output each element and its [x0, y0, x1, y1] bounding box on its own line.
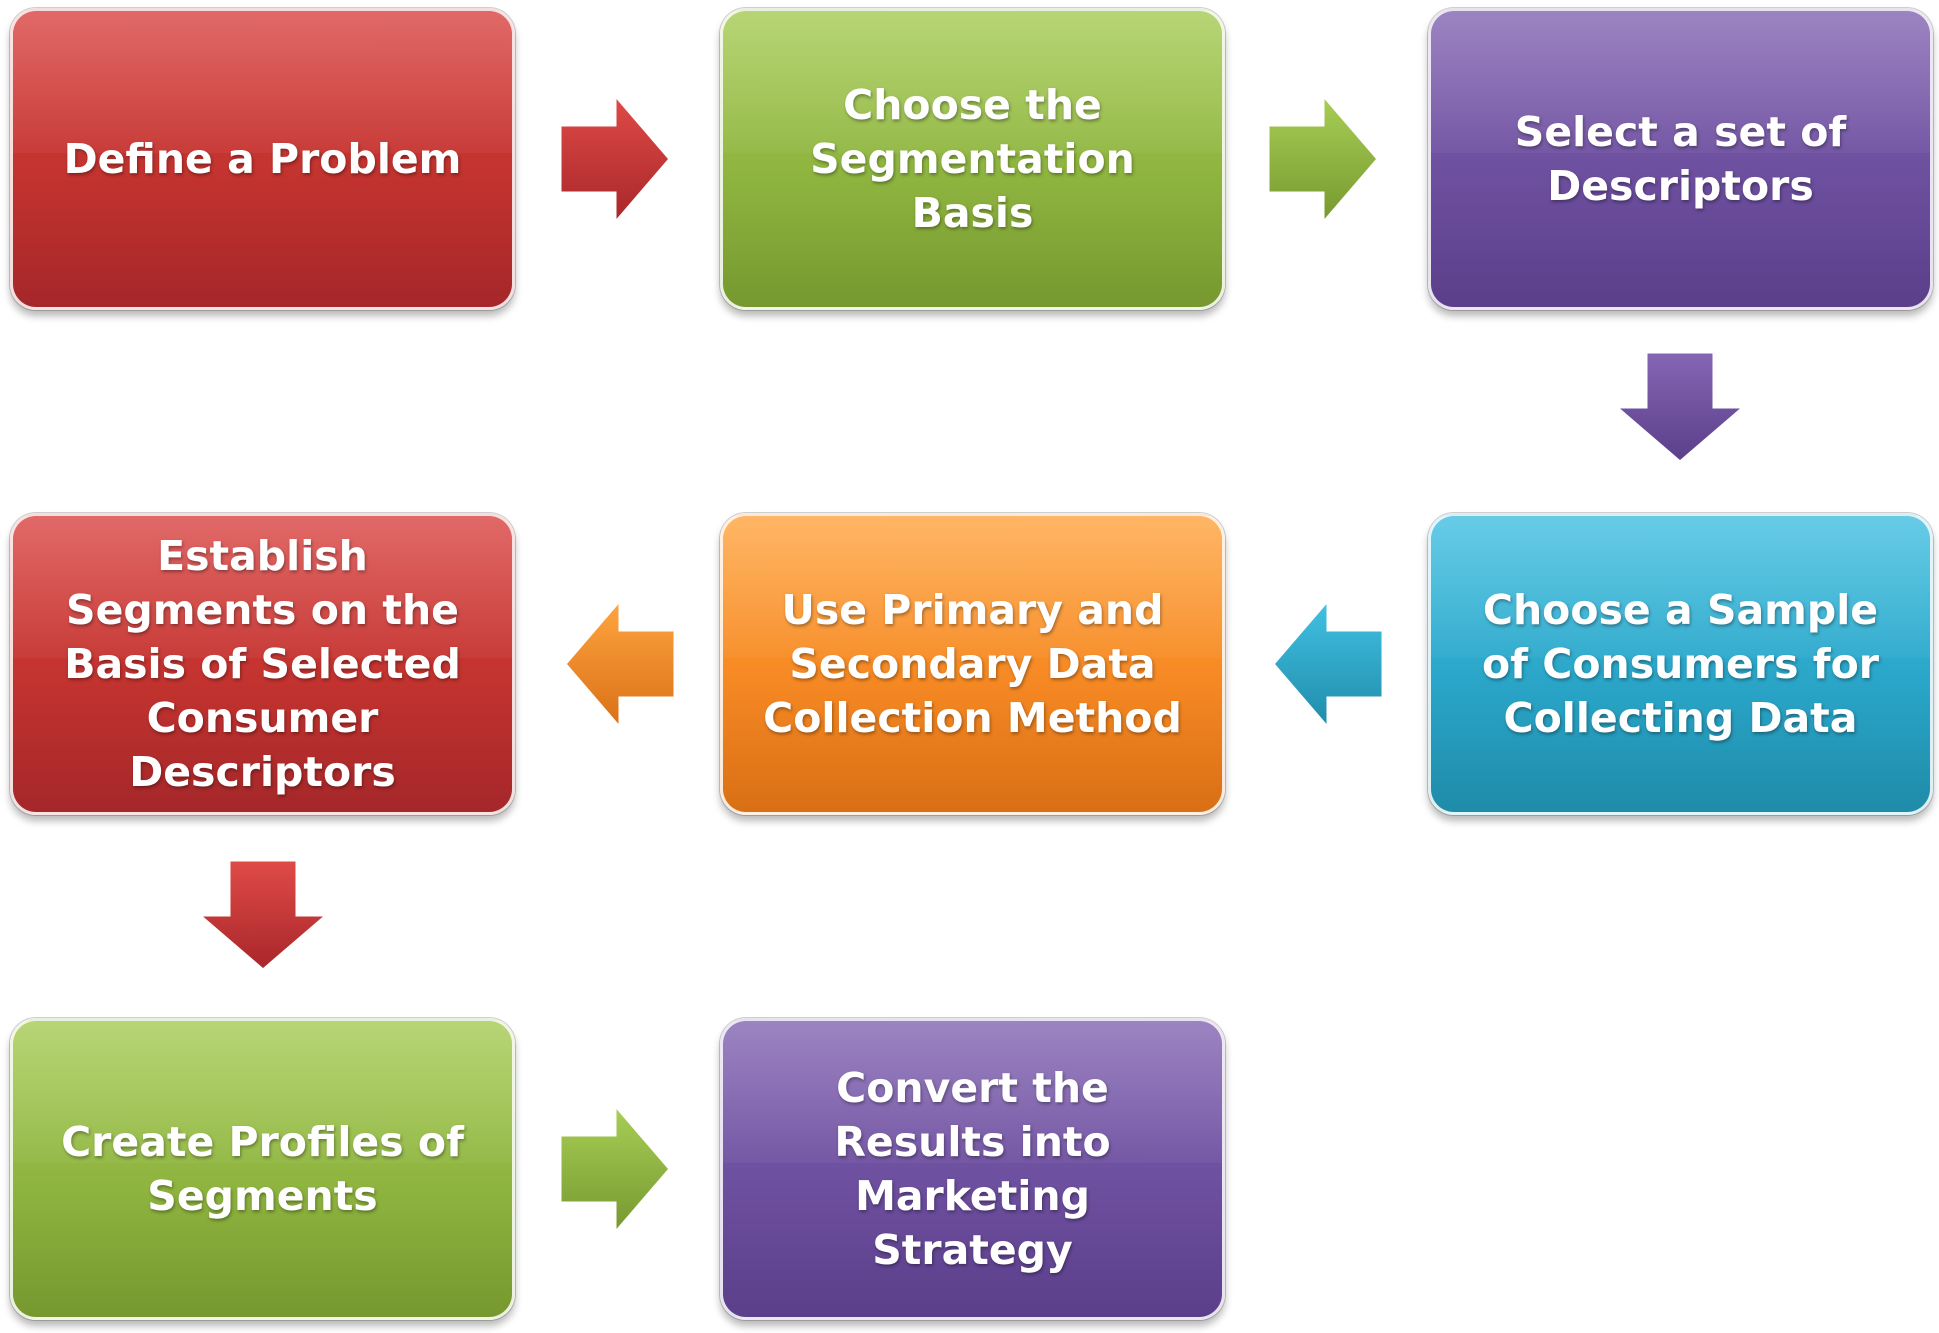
step-label: Convert the Results into Marketing Strat… — [834, 1064, 1111, 1274]
step-define-problem: Define a Problem — [10, 8, 515, 310]
arrow-left-icon — [563, 595, 677, 733]
step-create-profiles: Create Profiles of Segments — [10, 1018, 515, 1320]
step-establish-segments: Establish Segments on the Basis of Selec… — [10, 513, 515, 815]
arrow-down-icon — [1611, 350, 1749, 464]
step-label: Define a Problem — [63, 135, 462, 183]
step-label: Create Profiles of Segments — [61, 1118, 464, 1220]
step-label: Choose a Sample of Consumers for Collect… — [1482, 586, 1879, 742]
step-select-descriptors: Select a set of Descriptors — [1428, 8, 1933, 310]
arrow-right-icon — [558, 1100, 672, 1238]
step-label: Use Primary and Secondary Data Collectio… — [763, 586, 1182, 742]
arrow-left-icon — [1271, 595, 1385, 733]
step-choose-segmentation-basis: Choose the Segmentation Basis — [720, 8, 1225, 310]
step-label: Choose the Segmentation Basis — [810, 81, 1135, 237]
arrow-right-icon — [1266, 90, 1380, 228]
step-use-data-collection-method: Use Primary and Secondary Data Collectio… — [720, 513, 1225, 815]
step-label: Select a set of Descriptors — [1514, 108, 1847, 210]
step-choose-sample: Choose a Sample of Consumers for Collect… — [1428, 513, 1933, 815]
step-label: Establish Segments on the Basis of Selec… — [64, 532, 461, 796]
arrow-right-icon — [558, 90, 672, 228]
step-convert-results: Convert the Results into Marketing Strat… — [720, 1018, 1225, 1320]
arrow-down-icon — [194, 858, 332, 972]
